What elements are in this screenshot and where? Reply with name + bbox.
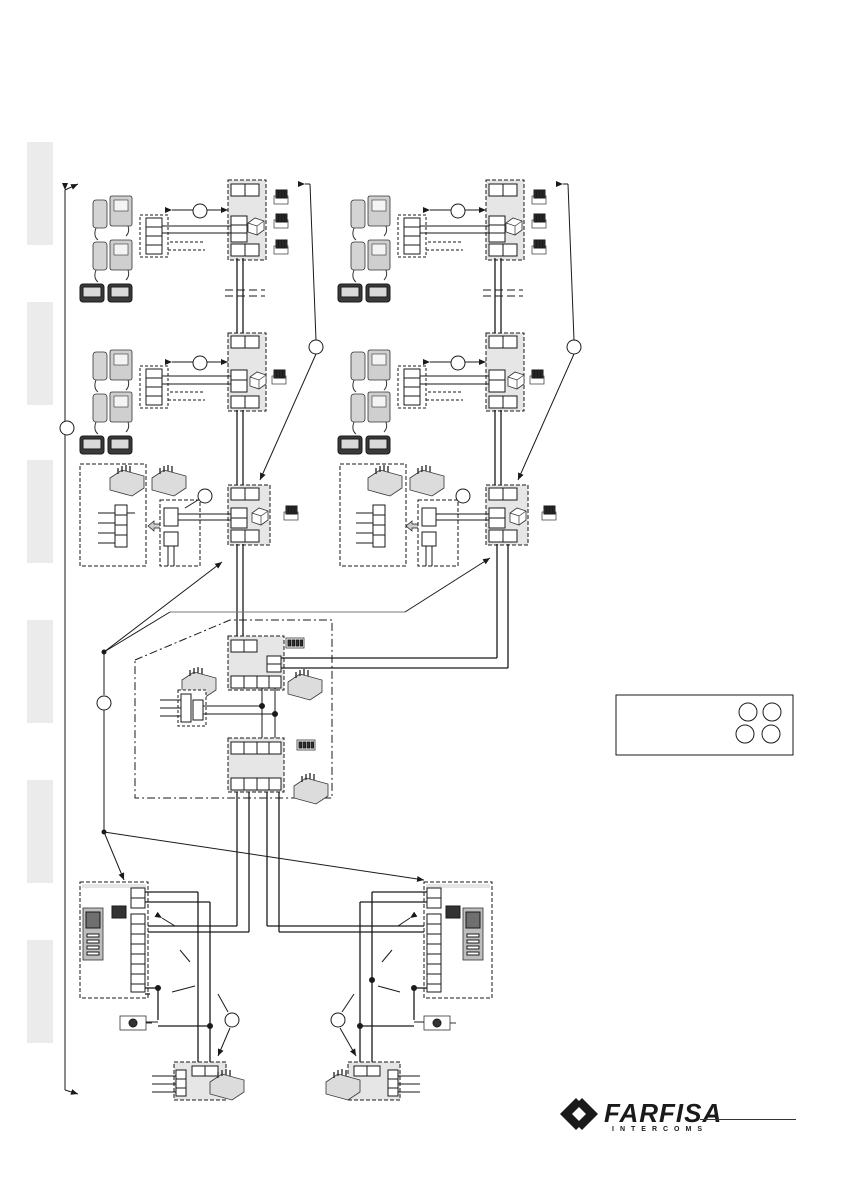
farfisa-logo-mark	[560, 1098, 598, 1130]
brand-subtitle: INTERCOMS	[612, 1126, 708, 1133]
brand-name: FARFISA	[604, 1098, 722, 1129]
brand-underline	[700, 1119, 796, 1120]
